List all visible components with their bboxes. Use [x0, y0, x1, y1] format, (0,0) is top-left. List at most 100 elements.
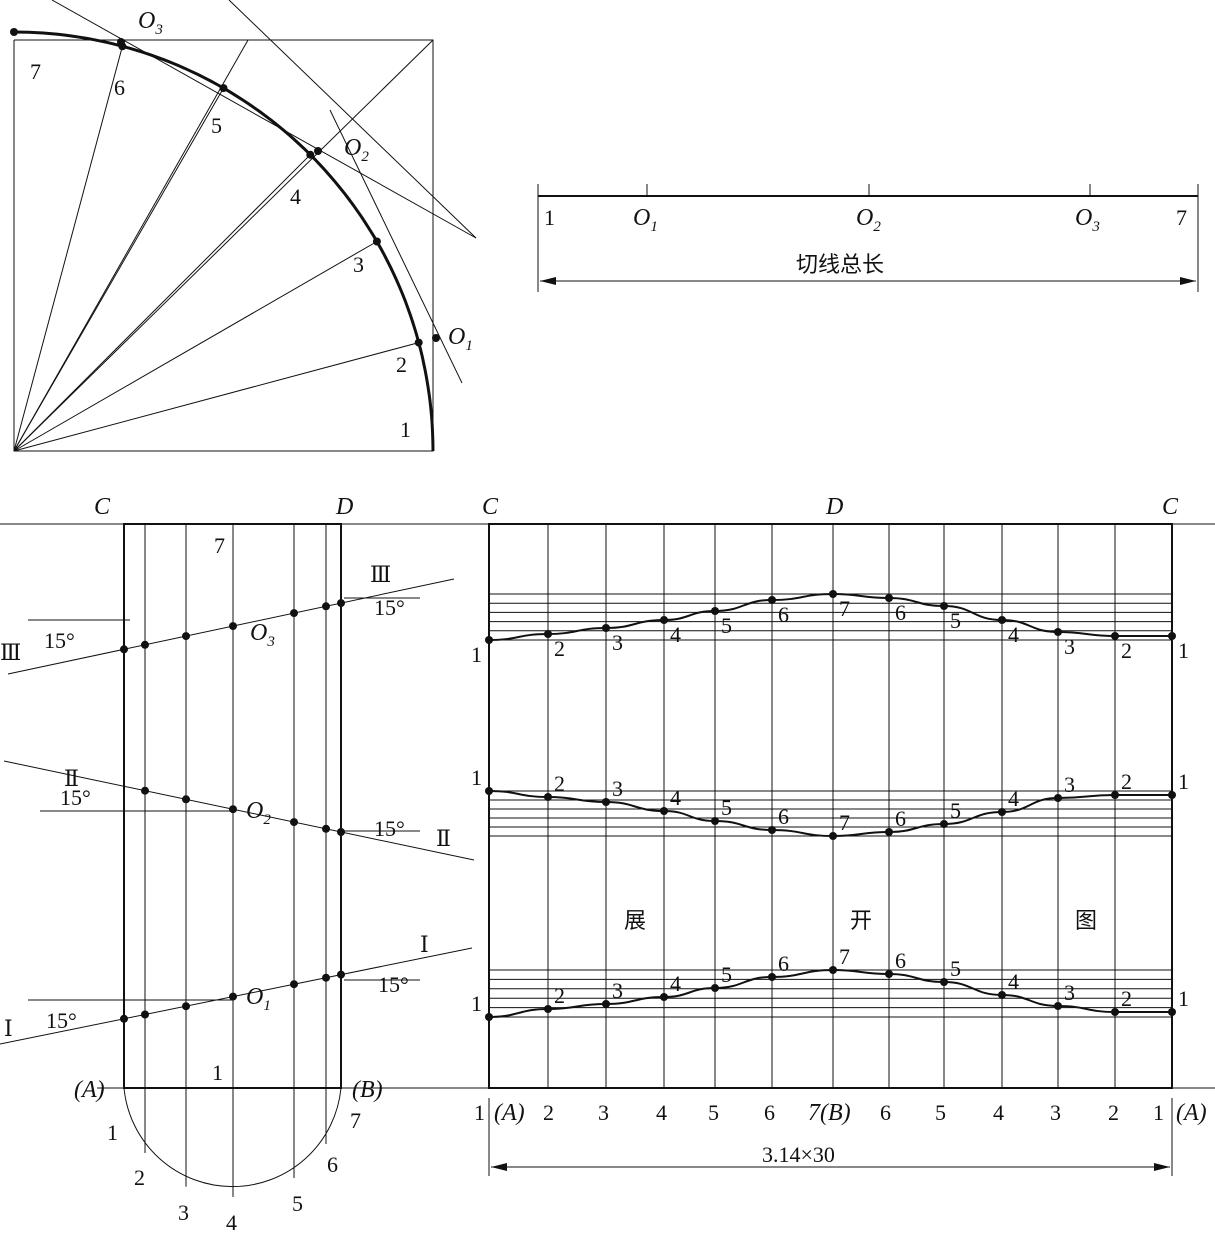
curve-number-iii-2: 2 [554, 636, 565, 661]
curve-number-ii-11: 3 [1064, 772, 1075, 797]
curve-number-i-9: 5 [950, 956, 961, 981]
o3-letter: O [138, 8, 155, 34]
curve-number-i-7: 7 [839, 944, 850, 969]
arc-center-dot-o2 [314, 147, 322, 155]
curve-number-ii-2: 2 [554, 771, 565, 796]
arc-ray-6 [13, 46, 123, 452]
scale-o1-sub: 1 [650, 219, 658, 235]
curve-number-iii-3: 3 [612, 630, 623, 655]
elevation-point-i-1 [120, 1014, 128, 1023]
development-curve-ii [488, 790, 1172, 838]
bottom-label-15: (A) [1176, 1100, 1207, 1126]
curve-number-iii-12: 2 [1121, 638, 1132, 663]
cut-i-roman-right: Ⅰ [420, 932, 429, 957]
arc-point-4 [306, 150, 315, 159]
scale-label-1: 1 [544, 205, 555, 230]
arc-ray-2 [13, 342, 419, 452]
tangent-length-scale: 1 O1 O2 O3 7 切线总长 [537, 184, 1199, 292]
development-point-ii-5 [711, 817, 719, 825]
arrow-left [540, 277, 556, 285]
development-point-iii-9 [940, 602, 948, 610]
scale-o3-sub: 3 [1091, 219, 1100, 235]
curve-number-iii-9: 5 [950, 608, 961, 633]
arc-label-7: 7 [30, 59, 41, 84]
cut-i-angle-left: 15° [46, 1008, 77, 1033]
elevation-point-i-3 [182, 1002, 190, 1011]
arc-label-6: 6 [114, 75, 125, 100]
cut-o2-sub: 2 [263, 812, 271, 828]
development-point-i-10 [998, 991, 1006, 999]
cut-o3-letter: O [250, 620, 267, 646]
elevation-point-i-5 [290, 980, 298, 989]
development-point-i-8 [885, 970, 893, 978]
development-point-i-4 [660, 993, 668, 1001]
curve-number-ii-5: 5 [721, 795, 732, 820]
development-point-iii-7 [829, 590, 837, 598]
elevation-point-i-4 [229, 992, 237, 1001]
bottom-label-11: 4 [993, 1100, 1004, 1125]
cut-ii-roman-left: Ⅱ [64, 766, 79, 791]
elevation-point-i-7 [337, 970, 345, 979]
bottom-label-3: 2 [543, 1100, 554, 1125]
bottom-label-10: 5 [935, 1100, 946, 1125]
dev-title-char-3: 图 [1075, 909, 1097, 934]
scale-o1-letter: O [633, 205, 650, 231]
base-label-b: (B) [352, 1077, 383, 1103]
curve-number-iii-1: 1 [471, 642, 482, 667]
bottom-label-2: (A) [494, 1100, 525, 1126]
elevation-point-iii-1 [120, 645, 128, 654]
arrow-right [1180, 277, 1196, 285]
development-point-iii-10 [998, 616, 1006, 624]
development-point-i-7 [829, 966, 837, 974]
development-point-ii-10 [998, 808, 1006, 816]
curve-number-i-1: 1 [471, 991, 482, 1016]
development-point-ii-13 [1168, 791, 1176, 799]
scale-o2-letter: O [856, 205, 873, 231]
label-c: C [94, 494, 111, 520]
cut-o3-sub: 3 [266, 634, 275, 650]
curve-number-i-11: 3 [1064, 980, 1075, 1005]
arc-center-o1: O1 [448, 324, 473, 354]
development-point-iii-5 [711, 607, 719, 615]
semi-label-7: 7 [350, 1108, 361, 1133]
development-point-i-3 [602, 1000, 610, 1008]
development-point-iii-8 [885, 594, 893, 602]
cut-o2-letter: O [246, 798, 263, 824]
development-point-ii-2 [544, 793, 552, 801]
development-point-iii-6 [768, 596, 776, 604]
curve-number-iii-7: 7 [839, 596, 850, 621]
development-point-i-6 [768, 973, 776, 981]
arc-center-dot-o1 [432, 334, 440, 342]
arc-ray-4 [13, 154, 311, 452]
curve-number-ii-4: 4 [670, 785, 681, 810]
development-point-ii-7 [829, 832, 837, 840]
cut-ii-angle-right: 15° [374, 816, 405, 841]
development-point-iii-12 [1111, 632, 1119, 640]
dev-title-char-2: 开 [850, 909, 872, 934]
bottom-label-13: 2 [1108, 1100, 1119, 1125]
arc-label-2: 2 [396, 352, 407, 377]
tangent-through-o2b [51, 0, 477, 239]
curve-number-ii-9: 5 [950, 798, 961, 823]
curve-number-ii-13: 1 [1178, 769, 1189, 794]
elevation-point-iii-5 [290, 609, 298, 618]
development-point-i-13 [1168, 1008, 1176, 1016]
elevation-generator-lines [144, 524, 327, 1088]
development-point-ii-12 [1111, 791, 1119, 799]
curve-number-iii-4: 4 [670, 622, 681, 647]
cut-o1-letter: O [246, 984, 263, 1010]
arc-point-3 [372, 237, 381, 246]
curve-number-i-12: 2 [1121, 986, 1132, 1011]
cut-i-roman-left: Ⅰ [4, 1016, 13, 1041]
development-point-i-12 [1111, 1008, 1119, 1016]
development-point-ii-9 [940, 820, 948, 828]
arc-ray-3 [13, 241, 378, 452]
elevation-point-iii-3 [182, 632, 190, 641]
development-point-ii-8 [885, 828, 893, 836]
arc-points [10, 28, 440, 347]
scale-label-7: 7 [1176, 205, 1187, 230]
elevation-point-ii-3 [182, 795, 190, 804]
development-point-iii-13 [1168, 632, 1176, 640]
o1-letter: O [448, 324, 465, 350]
